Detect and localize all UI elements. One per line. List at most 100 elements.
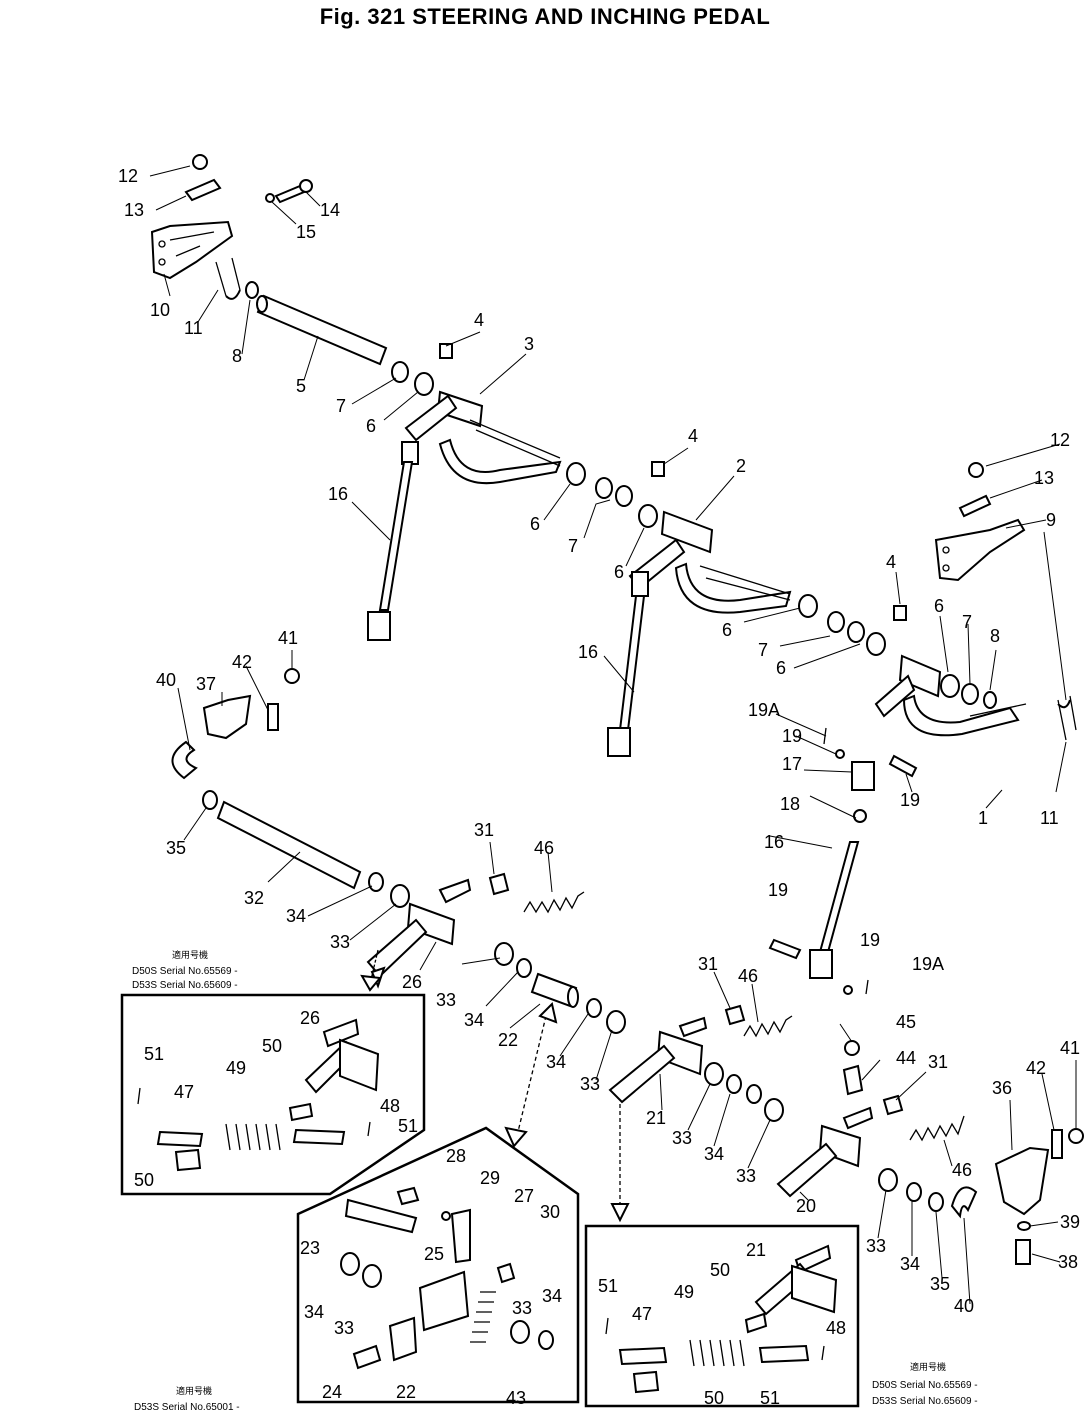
nut-18 <box>853 809 867 823</box>
callout-15: 15 <box>296 222 316 242</box>
callout-35-a: 34 <box>286 906 306 926</box>
callout-48-inset-right: 47 <box>632 1304 652 1324</box>
stopper-32-left <box>488 872 510 896</box>
callout-52-inset-right-a: 51 <box>598 1276 618 1296</box>
callout-39: 38 <box>1058 1252 1078 1272</box>
callout-27-inset: 26 <box>300 1008 320 1028</box>
callout-4-right: 4 <box>886 552 896 572</box>
bushing-7-left <box>391 361 409 383</box>
washer-36-right <box>928 1192 944 1212</box>
bushing-7-mid-a <box>595 477 613 499</box>
bracket-left <box>150 220 234 280</box>
bushing-7-mid-b <box>615 485 633 507</box>
callout-19a-lower: 19 <box>860 930 880 950</box>
callout-20-lower: 19A <box>912 954 944 974</box>
bracket-38 <box>202 694 252 740</box>
callout-42-right: 41 <box>1060 1038 1080 1058</box>
callout-13: 13 <box>124 200 144 220</box>
u-bolt-41-right <box>950 1186 978 1219</box>
callout-1: 1 <box>978 808 988 828</box>
callout-11-right: 11 <box>1040 808 1059 828</box>
callout-41-left: 40 <box>156 670 176 690</box>
bolt-39 <box>1015 1239 1031 1265</box>
callout-22-inset: 21 <box>746 1240 766 1260</box>
bushing-35-a <box>368 872 384 892</box>
callout-51-inset-left-a: 50 <box>262 1036 282 1056</box>
washer-8 <box>245 281 259 299</box>
bushing-6-right-a <box>798 594 818 618</box>
grease-fitting-4-left <box>439 343 453 359</box>
u-bolt-41 <box>171 740 198 780</box>
bushing-6-mid-b <box>638 504 658 528</box>
svg-text:適用号機: 適用号機 <box>910 1361 946 1373</box>
bushing-34-b <box>494 942 514 966</box>
callout-44: 43 <box>506 1388 526 1408</box>
callout-16-mid: 16 <box>578 642 598 662</box>
callout-49-inset-right: 48 <box>826 1318 846 1338</box>
rod-16-mid <box>607 595 646 757</box>
callout-19-lower: 19 <box>768 880 788 900</box>
callout-labels: 12 13 14 15 10 11 8 5 4 3 7 6 16 4 2 6 7… <box>118 166 1080 1408</box>
lock-plate-43-right <box>1051 1129 1063 1159</box>
callout-50-inset-right: 49 <box>674 1282 694 1302</box>
pedal-2 <box>628 510 792 614</box>
grease-fitting-4-right <box>893 605 907 621</box>
callout-34-d: 33 <box>672 1128 692 1148</box>
grease-fitting-4-mid <box>651 461 665 477</box>
callout-47-mid: 46 <box>738 966 758 986</box>
callout-32-right: 31 <box>928 1052 948 1072</box>
page-title: Fig. 321 STEERING AND INCHING PEDAL <box>319 4 771 29</box>
bushing-7-far-right <box>961 683 979 705</box>
svg-text:適用号機: 適用号機 <box>176 1385 212 1397</box>
callout-43-right: 42 <box>1026 1058 1046 1078</box>
callout-23-inset: 22 <box>396 1382 416 1402</box>
bushing-34-f <box>878 1168 898 1192</box>
nut-12-right <box>968 462 984 478</box>
bracket-right-9 <box>934 518 1026 582</box>
bushing-34-d <box>704 1062 724 1086</box>
callout-35-d: 34 <box>704 1144 724 1164</box>
callout-20-upper: 19A <box>748 700 780 720</box>
nut-12 <box>192 154 208 170</box>
callout-34-c: 33 <box>580 1074 600 1094</box>
washer-8-right <box>983 691 997 709</box>
u-bolt-11 <box>215 257 241 300</box>
callout-49-inset-left: 48 <box>380 1096 400 1116</box>
callout-5: 5 <box>296 376 306 396</box>
callout-22: 21 <box>646 1108 666 1128</box>
callout-7-mid: 7 <box>568 536 578 556</box>
washer-19a-upper <box>835 749 845 759</box>
bushing-34-e <box>764 1098 784 1122</box>
callout-6-right-b: 6 <box>722 620 732 640</box>
callout-50-inset-left: 49 <box>226 1058 246 1078</box>
callout-34-f: 33 <box>866 1236 886 1256</box>
callout-51-inset-right-a: 50 <box>710 1260 730 1280</box>
bushing-6-right-b <box>866 632 886 656</box>
callout-9: 9 <box>1046 510 1056 530</box>
bushing-6-far-right <box>940 674 960 698</box>
pin-19-lower <box>768 938 802 960</box>
serial-note-left: 適用号機 D50S Serial No.65569 - D53S Serial … <box>132 949 238 991</box>
washer-40 <box>1017 1221 1031 1231</box>
lock-plate-43-left <box>267 703 279 731</box>
bolt-45 <box>842 1064 864 1096</box>
bushing-34-a <box>390 884 410 908</box>
cotter-pin-20-lower <box>865 979 869 995</box>
svg-text:D53S Serial No.65609 -: D53S Serial No.65609 - <box>132 980 238 991</box>
bushing-35-e <box>746 1084 762 1104</box>
washer-19a-lower <box>843 985 853 995</box>
callout-12: 12 <box>118 166 138 186</box>
pedal-3 <box>401 390 562 485</box>
callout-35-c: 34 <box>546 1052 566 1072</box>
clamp-plate-13-right <box>958 494 992 518</box>
lever-21 <box>776 1106 874 1198</box>
callout-42-left: 41 <box>278 628 298 648</box>
callout-29: 28 <box>446 1146 466 1166</box>
rod-16-left <box>367 461 414 641</box>
callout-47-left: 46 <box>534 838 554 858</box>
callout-34-a: 33 <box>330 932 350 952</box>
callout-52-inset-left-b: 51 <box>398 1116 418 1136</box>
callout-28: 27 <box>514 1186 534 1206</box>
callout-7-right-b: 7 <box>758 640 768 660</box>
callout-10: 10 <box>150 300 170 320</box>
